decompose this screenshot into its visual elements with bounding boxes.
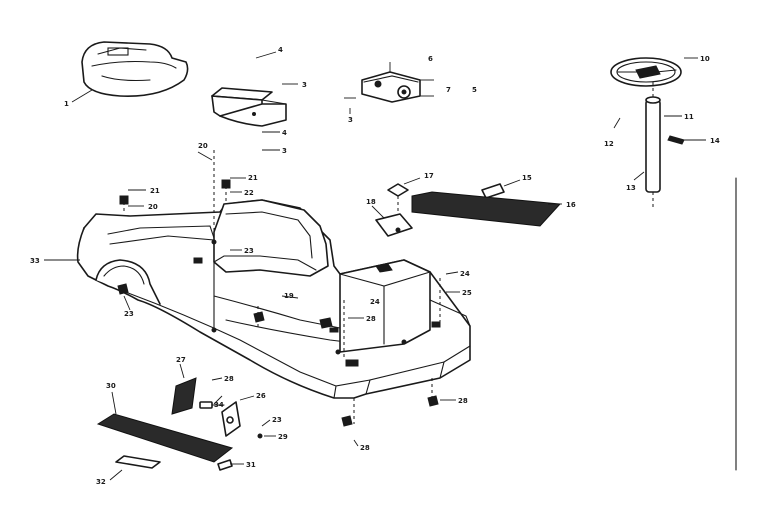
small-plate-part [115, 455, 161, 469]
callout-5: 5 [472, 86, 477, 94]
body-hardware-part [117, 179, 439, 427]
hinge-bracket-part [221, 401, 241, 437]
leader-lines [44, 51, 706, 481]
callout-23-a: 23 [244, 247, 254, 255]
body-chassis-part [76, 150, 471, 424]
left-foot-mat-part [96, 413, 234, 463]
callout-23-c: 23 [272, 416, 282, 424]
callout-32: 32 [96, 478, 106, 486]
callout-28-a: 28 [366, 315, 376, 323]
callout-20-a: 20 [198, 142, 208, 150]
callout-4-b: 4 [282, 129, 287, 137]
callout-3-c: 3 [348, 116, 353, 124]
callout-28-d: 28 [360, 444, 370, 452]
callout-19: 19 [284, 292, 294, 300]
callout-7: 7 [446, 86, 451, 94]
callout-24-b: 24 [370, 298, 380, 306]
callout-34: 34 [214, 401, 224, 409]
callout-29: 29 [278, 433, 288, 441]
callout-21-b: 21 [248, 174, 258, 182]
callout-10: 10 [700, 55, 710, 63]
clip-part [217, 459, 233, 471]
washer-part [257, 433, 263, 439]
right-foot-mat-part [411, 191, 562, 227]
callout-3-a: 3 [302, 81, 307, 89]
callout-30: 30 [106, 382, 116, 390]
callout-23-b: 23 [124, 310, 134, 318]
access-plate-part [481, 183, 505, 199]
callout-28-c: 28 [458, 397, 468, 405]
pedal-pad-part [171, 377, 197, 415]
callout-3-b: 3 [282, 147, 287, 155]
callout-25: 25 [462, 289, 472, 297]
callout-17: 17 [424, 172, 434, 180]
seat-bracket-part [211, 87, 287, 127]
steering-shaft-part [645, 82, 685, 210]
callout-16: 16 [566, 201, 576, 209]
seat-part [81, 41, 189, 97]
callout-31: 31 [246, 461, 256, 469]
callout-labels: 1 3 3 3 4 4 5 6 7 10 11 12 13 14 15 16 1… [30, 46, 720, 486]
callout-27: 27 [176, 356, 186, 364]
steering-wheel-part [610, 57, 682, 87]
latch-assembly-part [361, 62, 434, 103]
callout-20-b: 20 [148, 203, 158, 211]
bolt-part [199, 401, 225, 409]
callout-24-a: 24 [460, 270, 470, 278]
callout-33: 33 [30, 257, 40, 265]
callout-21-a: 21 [150, 187, 160, 195]
callout-1: 1 [64, 100, 69, 108]
callout-12: 12 [604, 140, 614, 148]
callout-18: 18 [366, 198, 376, 206]
callout-4-a: 4 [278, 46, 283, 54]
callout-6: 6 [428, 55, 433, 63]
callout-14: 14 [710, 137, 720, 145]
callout-26: 26 [256, 392, 266, 400]
dash-bracket-part [375, 183, 413, 237]
callout-13: 13 [626, 184, 636, 192]
callout-11: 11 [684, 113, 694, 121]
callout-15: 15 [522, 174, 532, 182]
callout-28-b: 28 [224, 375, 234, 383]
callout-22: 22 [244, 189, 254, 197]
